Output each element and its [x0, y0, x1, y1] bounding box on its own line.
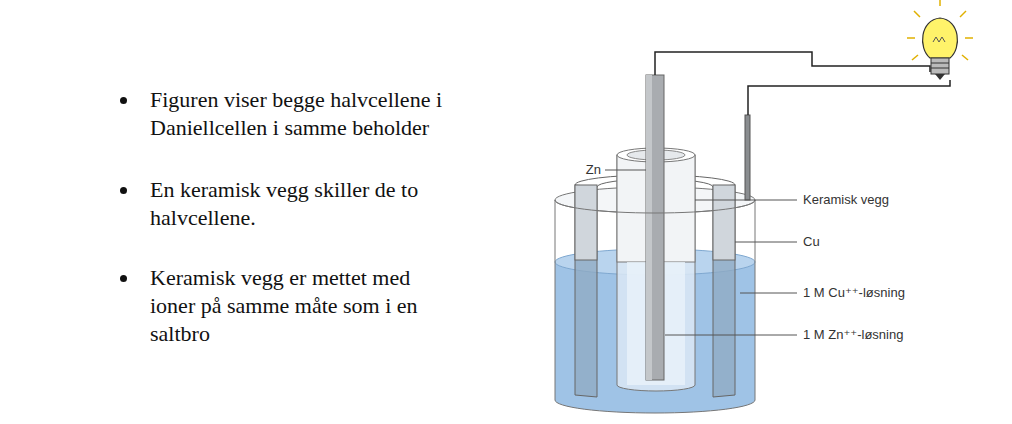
bullet-dot [120, 187, 127, 194]
bullet-dot [120, 275, 127, 282]
part-label: 1 M Zn⁺⁺-løsning [803, 327, 903, 343]
part-label: Zn [586, 162, 601, 178]
bullet-point-text: Figuren viser begge halvcellene i Daniel… [150, 86, 460, 142]
bullet-point-text: Keramisk vegg er mettet med ioner på sam… [150, 264, 460, 348]
part-label: Cu [803, 234, 820, 250]
part-label: Keramisk vegg [803, 192, 889, 208]
bullet-point-text: En keramisk vegg skiller de to halvcelle… [150, 176, 460, 232]
light-bulb [907, 0, 973, 80]
bullet-dot [120, 97, 127, 104]
part-label: 1 M Cu⁺⁺-løsning [803, 285, 905, 301]
